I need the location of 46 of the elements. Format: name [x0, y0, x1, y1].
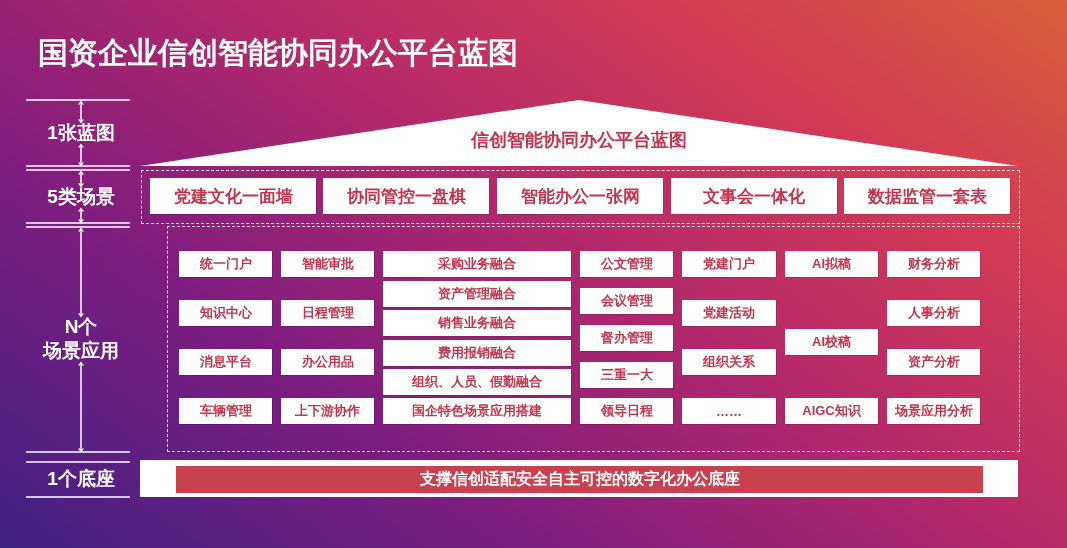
app-box: AI校稿 — [785, 329, 878, 355]
base-band — [140, 460, 1018, 497]
app-box: 消息平台 — [179, 349, 272, 375]
section-label: N个场景应用 — [41, 315, 120, 363]
app-box: 国企特色场景应用搭建 — [383, 398, 571, 424]
app-box: 人事分析 — [887, 300, 980, 326]
app-box: 督办管理 — [580, 325, 673, 351]
section-label: 1张蓝图 — [46, 121, 116, 145]
app-box: 智能审批 — [281, 251, 374, 277]
roof-title: 信创智能协同办公平台蓝图 — [469, 129, 688, 152]
scene-box: 智能办公一张网 — [497, 178, 663, 214]
app-box: 党建活动 — [682, 300, 776, 326]
app-box: …… — [682, 398, 776, 424]
app-box: 公文管理 — [580, 251, 673, 277]
foundation-bar: 支撑信创适配安全自主可控的数字化办公底座 — [176, 466, 983, 493]
app-box: 知识中心 — [179, 300, 272, 326]
app-box: 资产分析 — [887, 349, 980, 375]
dashed-frame — [141, 170, 1020, 224]
scene-box: 文事会一体化 — [671, 178, 837, 214]
app-box: 统一门户 — [179, 251, 272, 277]
section-label: 5类场景 — [46, 185, 116, 209]
app-box: 资产管理融合 — [383, 281, 571, 307]
app-box: 三重一大 — [580, 362, 673, 388]
app-box: 会议管理 — [580, 288, 673, 314]
app-box: 财务分析 — [887, 251, 980, 277]
app-box: 采购业务融合 — [383, 251, 571, 277]
app-box: 领导日程 — [580, 398, 673, 424]
section-label: 1个底座 — [46, 467, 116, 491]
app-box: 组织、人员、假勤融合 — [383, 369, 571, 395]
scene-box: 协同管控一盘棋 — [323, 178, 489, 214]
dashed-frame — [167, 226, 1020, 452]
app-box: 组织关系 — [682, 349, 776, 375]
app-box: 车辆管理 — [179, 398, 272, 424]
app-box: AI拟稿 — [785, 251, 878, 277]
scene-box: 数据监管一套表 — [844, 178, 1010, 214]
app-box: 办公用品 — [281, 349, 374, 375]
app-box: 场景应用分析 — [887, 398, 980, 424]
app-box: AIGC知识 — [785, 398, 878, 424]
app-box: 党建门户 — [682, 251, 776, 277]
app-box: 日程管理 — [281, 300, 374, 326]
app-box: 费用报销融合 — [383, 340, 571, 366]
roof-triangle — [140, 100, 1018, 166]
app-box: 销售业务融合 — [383, 310, 571, 336]
app-box: 上下游协作 — [281, 398, 374, 424]
title: 国资企业信创智能协同办公平台蓝图 — [38, 35, 518, 71]
scene-box: 党建文化一面墙 — [150, 178, 316, 214]
